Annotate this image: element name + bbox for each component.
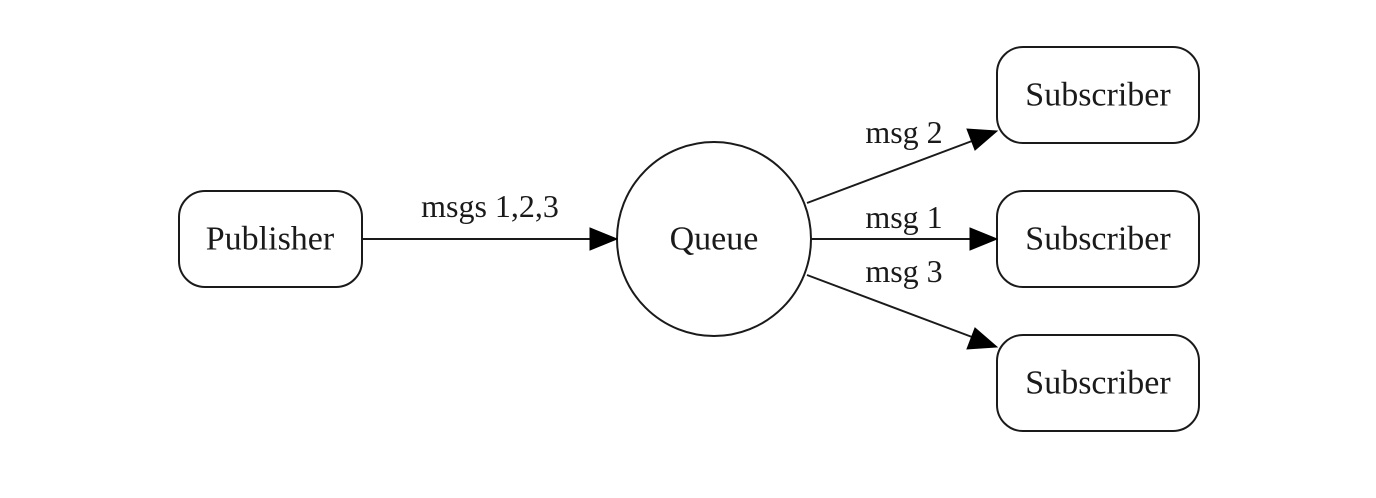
- edge-publisher-to-queue: msgs 1,2,3: [362, 188, 619, 251]
- edge-publisher-to-queue-label: msgs 1,2,3: [421, 188, 559, 224]
- edge-queue-to-subscriber-middle: msg 1: [811, 199, 999, 251]
- subscriber-node-top: Subscriber: [996, 46, 1200, 144]
- publisher-node: Publisher: [178, 190, 363, 288]
- queue-label: Queue: [670, 221, 759, 258]
- publisher-label: Publisher: [206, 221, 335, 258]
- subscriber-node-bottom: Subscriber: [996, 334, 1200, 432]
- edge-publisher-to-queue-arrowhead: [589, 227, 619, 251]
- subscriber-top-label: Subscriber: [1025, 77, 1171, 114]
- subscriber-bottom-label: Subscriber: [1025, 365, 1171, 402]
- subscriber-top-box: [996, 46, 1200, 144]
- edge-queue-to-subscriber-bottom-label: msg 3: [865, 253, 942, 289]
- edge-queue-to-subscriber-top: msg 2: [806, 114, 999, 204]
- subscriber-middle-label: Subscriber: [1025, 221, 1171, 258]
- subscriber-bottom-box: [996, 334, 1200, 432]
- edge-queue-to-subscriber-top-line: [806, 140, 973, 204]
- edge-queue-to-subscriber-bottom: msg 3: [806, 253, 999, 350]
- edge-queue-to-subscriber-top-arrowhead: [966, 128, 999, 151]
- queue-node: Queue: [616, 141, 812, 337]
- subscriber-node-middle: Subscriber: [996, 190, 1200, 288]
- edge-queue-to-subscriber-bottom-arrowhead: [966, 327, 999, 350]
- edge-queue-to-subscriber-top-label: msg 2: [865, 114, 942, 150]
- edge-queue-to-subscriber-bottom-line: [806, 274, 973, 338]
- edge-queue-to-subscriber-middle-arrowhead: [969, 227, 999, 251]
- edge-queue-to-subscriber-middle-label: msg 1: [865, 199, 942, 235]
